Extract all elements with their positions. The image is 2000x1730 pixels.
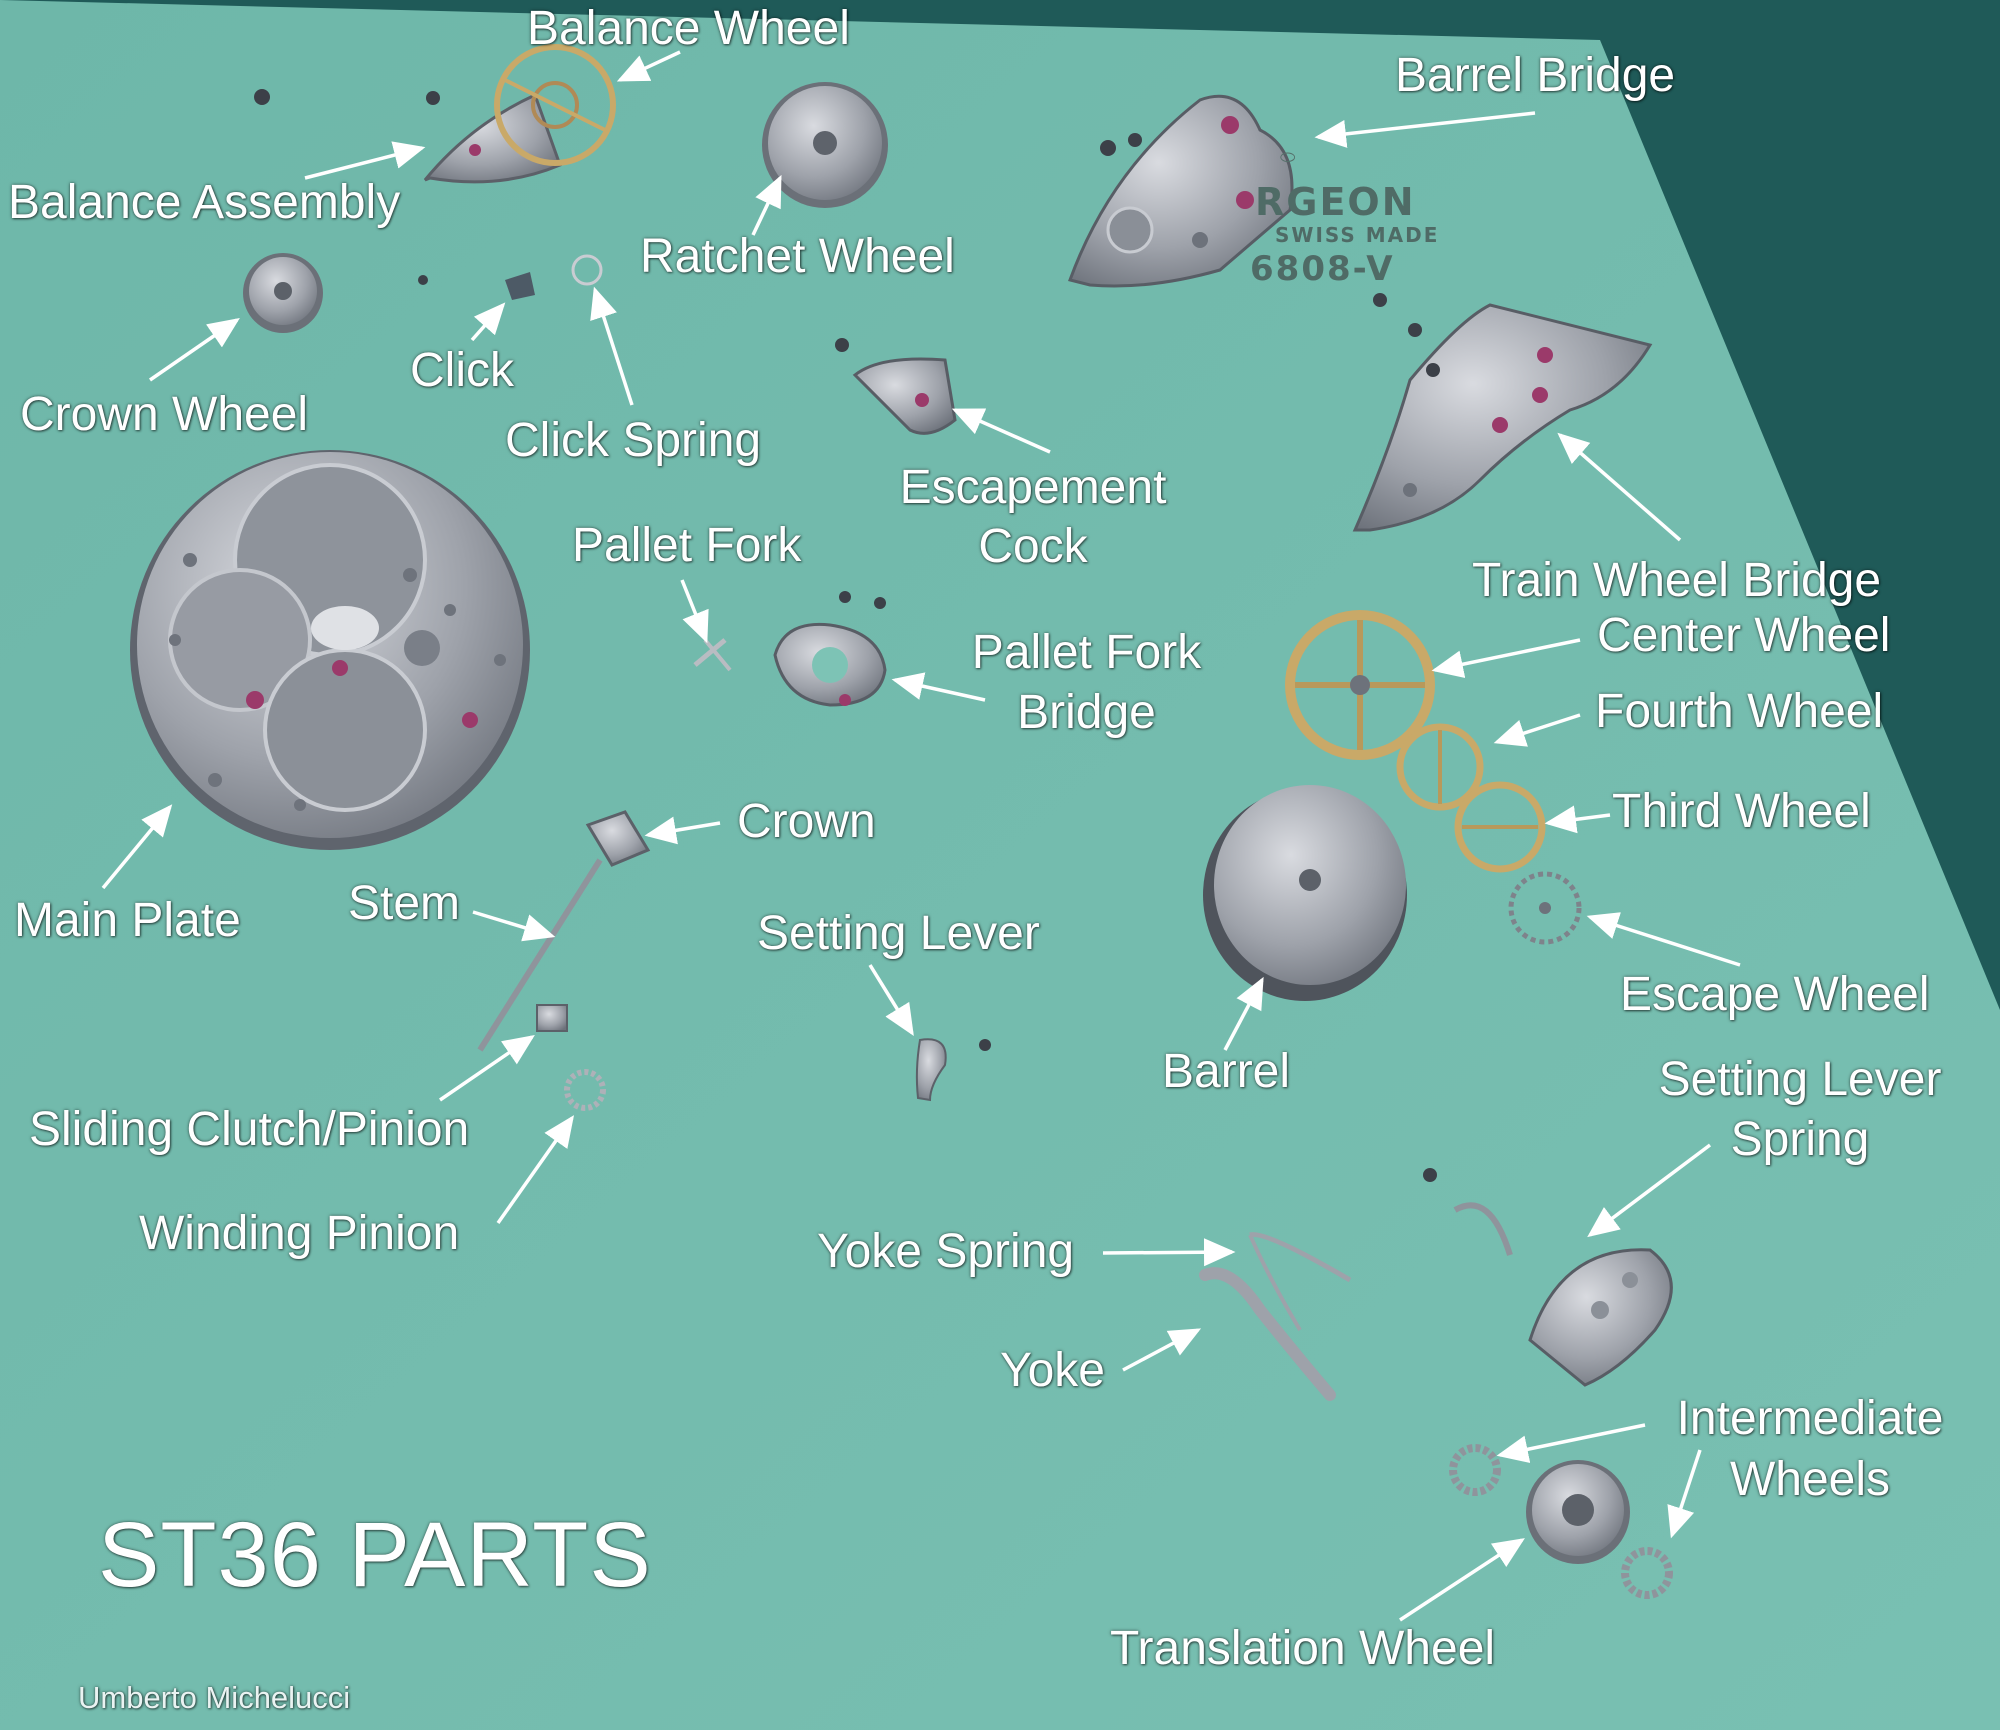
label-center-wheel: Center Wheel — [1597, 609, 1891, 662]
swiss-logo-icon: ⬭ — [1280, 147, 1296, 168]
label-setting-lever: Setting Lever — [757, 907, 1040, 960]
fourth-wheel-part — [1396, 723, 1484, 811]
label-train-wheel-bridge: Train Wheel Bridge — [1472, 554, 1882, 607]
crown-part — [585, 810, 651, 867]
third-wheel-part — [1454, 781, 1546, 873]
intermediate-wheel-part — [1621, 1547, 1673, 1599]
label-ratchet-wheel: Ratchet Wheel — [640, 230, 955, 283]
plate-brand: RGEON — [1255, 180, 1416, 224]
label-third-wheel: Third Wheel — [1612, 785, 1871, 838]
crown-wheel-part — [243, 253, 323, 333]
arrow-translation-wheel — [1399, 1538, 1525, 1622]
title: ST36 PARTS — [98, 1504, 652, 1606]
arrow-balance-assembly — [304, 141, 426, 180]
label-intermediate-wheels-line1: Intermediate — [1676, 1392, 1944, 1445]
arrow-train-wheel-bridge — [1557, 432, 1682, 542]
label-sliding-clutch-pinion: Sliding Clutch/Pinion — [29, 1103, 470, 1156]
label-balance-wheel: Balance Wheel — [527, 2, 850, 55]
yoke-spring-part — [1248, 1232, 1352, 1332]
label-escapement-cock-line1: Escapement — [899, 461, 1167, 514]
pallet-fork-part — [693, 638, 732, 672]
click-part — [505, 272, 535, 300]
setting-lever-spring-part — [1453, 1202, 1673, 1387]
label-click: Click — [410, 344, 514, 397]
arrow-click — [470, 302, 506, 342]
label-setting-lever-spring-line2: Spring — [1730, 1113, 1870, 1166]
arrow-pallet-fork — [680, 579, 709, 644]
label-setting-lever-spring-line1: Setting Lever — [1658, 1053, 1942, 1106]
screws — [254, 89, 1440, 1182]
arrow-sliding-clutch — [439, 1035, 535, 1102]
click-spring-part — [571, 254, 603, 286]
ratchet-wheel-part — [762, 82, 888, 208]
label-pallet-fork: Pallet Fork — [572, 519, 802, 572]
arrow-third-wheel — [1544, 805, 1611, 834]
arrow-setting-lever-spring — [1587, 1143, 1712, 1238]
setting-lever-part — [915, 1038, 947, 1102]
arrow-intermediate-wheel-right — [1667, 1449, 1702, 1539]
label-crown-wheel: Crown Wheel — [20, 388, 309, 441]
balance-assembly-part — [423, 44, 616, 184]
arrow-center-wheel — [1431, 638, 1581, 679]
arrow-intermediate-wheel-left — [1496, 1423, 1646, 1464]
train-wheel-bridge-part — [1352, 303, 1653, 532]
arrow-ratchet-wheel — [751, 174, 782, 236]
arrow-barrel-bridge — [1314, 111, 1536, 148]
arrow-barrel — [1223, 976, 1264, 1051]
arrow-fourth-wheel — [1493, 713, 1581, 747]
arrow-click-spring — [590, 286, 634, 406]
arrow-winding-pinion — [496, 1115, 575, 1225]
label-escapement-cock-line2: Cock — [978, 520, 1088, 573]
arrow-crown — [644, 816, 721, 845]
arrow-crown-wheel — [149, 318, 240, 382]
sliding-clutch-part — [536, 1004, 568, 1032]
label-stem: Stem — [348, 877, 461, 930]
pallet-fork-bridge-part — [773, 622, 887, 707]
label-winding-pinion: Winding Pinion — [139, 1207, 460, 1260]
label-click-spring: Click Spring — [505, 414, 762, 467]
label-crown: Crown — [737, 795, 876, 848]
stem-part — [477, 858, 603, 1052]
arrow-yoke — [1122, 1328, 1202, 1372]
label-barrel-bridge: Barrel Bridge — [1395, 49, 1676, 102]
label-fourth-wheel: Fourth Wheel — [1595, 685, 1884, 738]
translation-wheel-part — [1526, 1460, 1630, 1564]
label-yoke-spring: Yoke Spring — [817, 1225, 1075, 1278]
annotation-arrows — [101, 50, 1741, 1622]
barrel-bridge-part — [1068, 94, 1294, 288]
arrow-escape-wheel — [1586, 912, 1741, 967]
escapement-cock-part — [852, 357, 957, 435]
label-balance-assembly: Balance Assembly — [8, 176, 401, 229]
credit: Umberto Michelucci — [78, 1680, 351, 1715]
barrel-part — [1203, 785, 1407, 1001]
label-escape-wheel: Escape Wheel — [1620, 968, 1930, 1021]
arrow-escapement-cock — [951, 408, 1051, 454]
center-wheel-part — [1285, 610, 1435, 760]
label-pallet-fork-bridge-line2: Bridge — [1017, 686, 1156, 739]
label-translation-wheel: Translation Wheel — [1110, 1622, 1496, 1675]
label-intermediate-wheels-line2: Wheels — [1729, 1453, 1891, 1506]
arrow-main-plate — [101, 804, 173, 890]
label-main-plate: Main Plate — [14, 894, 241, 947]
intermediate-wheel-part — [1449, 1444, 1501, 1496]
label-pallet-fork-bridge-line1: Pallet Fork — [971, 626, 1202, 679]
label-yoke: Yoke — [1000, 1344, 1105, 1397]
arrow-setting-lever — [868, 964, 914, 1036]
escape-wheel-part — [1508, 871, 1582, 945]
arrow-pallet-fork-bridge — [891, 672, 986, 702]
plate-swiss-made: SWISS MADE — [1275, 223, 1439, 247]
label-barrel: Barrel — [1162, 1045, 1291, 1098]
arrow-balance-wheel — [616, 50, 681, 82]
plate-model: 6808-V — [1250, 249, 1395, 289]
yoke-part — [1199, 1267, 1336, 1401]
winding-pinion-part — [564, 1069, 606, 1111]
arrow-yoke-spring — [1102, 1238, 1236, 1267]
arrow-stem — [472, 910, 556, 942]
main-plate-part — [130, 450, 530, 850]
